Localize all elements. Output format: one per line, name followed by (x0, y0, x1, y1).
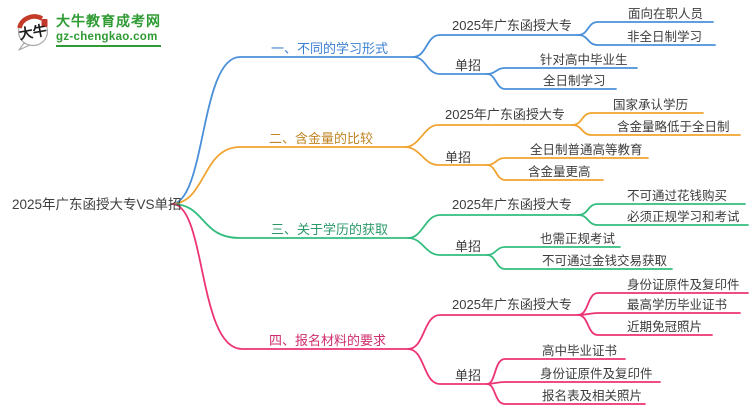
subtopic-2-hanshou: 2025年广东函授大专 (445, 107, 565, 122)
leaf-topic: 高中毕业证书 (542, 344, 618, 358)
leaf-topic: 不可通过花钱购买 (627, 189, 728, 203)
leaf-topic: 最高学历毕业证书 (627, 298, 728, 312)
leaf-topic: 近期免冠照片 (627, 320, 703, 334)
subtopic-1-danzhao: 单招 (455, 58, 482, 73)
logo-icon-text: 大牛 (18, 22, 48, 43)
subtopic-1-hanshou: 2025年广东函授大专 (452, 18, 572, 33)
leaf-topic: 身份证原件及复印件 (540, 367, 653, 381)
subtopic-3-danzhao: 单招 (455, 239, 482, 254)
logo-domain: gz-chengkao.com (56, 30, 161, 48)
branch-3-connectors (171, 203, 749, 270)
site-logo[interactable]: 大牛 大牛教育成考网 gz-chengkao.com (15, 13, 161, 51)
branch-label-4: 四、报名材料的要求 (269, 333, 387, 348)
leaf-topic: 含金量略低于全日制 (617, 120, 730, 134)
leaf-topic: 面向在职人员 (628, 7, 704, 21)
daniu-speech-bubble-icon: 大牛 (17, 14, 49, 51)
root-topic: 2025年广东函授大专VS单招 (12, 197, 182, 212)
subtopic-4-danzhao: 单招 (455, 368, 482, 383)
leaf-topic: 含金量更高 (528, 165, 591, 179)
leaf-topic: 身份证原件及复印件 (627, 278, 740, 292)
branch-label-3: 三、关于学历的获取 (271, 222, 389, 237)
subtopic-3-hanshou: 2025年广东函授大专 (452, 197, 572, 212)
leaf-topic: 必须正规学习和考试 (627, 210, 740, 224)
branch-label-1: 一、不同的学习形式 (271, 41, 389, 56)
leaf-topic: 针对高中毕业生 (540, 53, 628, 67)
subtopic-2-danzhao: 单招 (445, 150, 472, 165)
leaf-topic: 全日制学习 (543, 74, 606, 88)
leaf-topic: 非全日制学习 (627, 30, 703, 44)
branch-2-connectors (171, 112, 741, 205)
leaf-topic: 全日制普通高等教育 (530, 143, 643, 157)
branch-label-2: 二、含金量的比较 (269, 131, 374, 146)
subtopic-4-hanshou: 2025年广东函授大专 (452, 297, 572, 312)
logo-site-name: 大牛教育成考网 (56, 13, 161, 29)
leaf-topic: 报名表及相关照片 (542, 389, 643, 403)
branch-1-connectors (171, 21, 716, 205)
branch-4-connectors (171, 203, 749, 405)
logo-text-block: 大牛教育成考网 gz-chengkao.com (56, 13, 161, 48)
leaf-topic: 不可通过金钱交易获取 (542, 254, 668, 268)
leaf-topic: 也需正规考试 (540, 232, 616, 246)
leaf-topic: 国家承认学历 (613, 98, 689, 112)
